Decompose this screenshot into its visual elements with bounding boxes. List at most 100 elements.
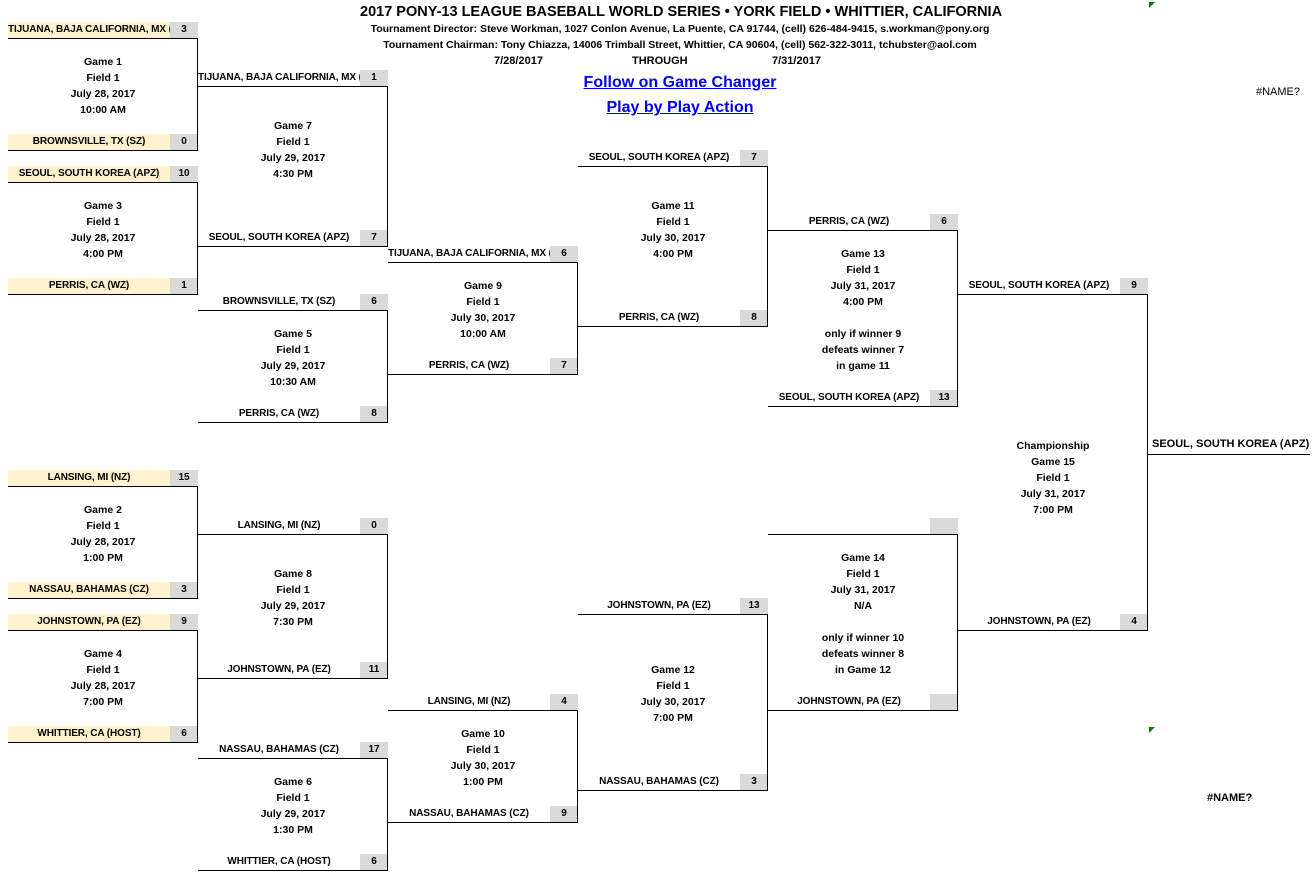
team-name: WHITTIER, CA (HOST) [8,726,170,742]
game-info-line: July 31, 2017 [1020,488,1086,500]
team-score: 7 [360,230,388,246]
team-name: SEOUL, SOUTH KOREA (APZ) [8,166,170,182]
game-info-line: July 30, 2017 [640,696,706,708]
team-name: BROWNSVILLE, TX (SZ) [8,134,170,150]
bracket-connector [387,310,388,422]
team-name: PERRIS, CA (WZ) [238,408,320,419]
comment-indicator-icon [1149,2,1155,8]
game-info-line: Game 2 [84,504,122,516]
team-score: 6 [360,854,388,870]
game-info-line: 7:00 PM [653,712,693,724]
game-info-line: Game 14 [841,552,885,564]
bracket-connector [387,534,388,678]
game-info-line: Game 3 [84,200,122,212]
team-slot-top: NASSAU, BAHAMAS (CZ)17 [198,742,388,758]
bracket-connector [577,262,578,374]
team-score [930,518,958,534]
game-info-line: Game 8 [274,568,312,580]
error-cell: #NAME? [1207,792,1253,804]
team-name: JOHNSTOWN, PA (EZ) [8,614,170,630]
game-info-line: 10:30 AM [270,376,316,388]
champion-line [1148,454,1310,455]
game-info-line: in Game 12 [834,664,892,676]
game-info-line: N/A [853,600,873,612]
bracket-connector [767,166,768,326]
bracket-line [768,406,958,407]
through-label: THROUGH [632,55,688,67]
bracket-connector [957,534,958,710]
game-info-line: Game 12 [651,664,695,676]
bracket-line [8,182,198,183]
game-info-line: July 31, 2017 [830,280,896,292]
team-name: NASSAU, BAHAMAS (CZ) [219,744,339,755]
team-name: TIJUANA, BAJA CALIFORNIA, MX (MZ) [198,72,360,83]
game-info-line: only if winner 10 [821,632,905,644]
game-info-line: Game 6 [274,776,312,788]
team-name: BROWNSVILLE, TX (SZ) [222,296,336,307]
team-name [768,518,930,534]
game-info-line: in game 11 [836,360,890,372]
game-info-line: July 31, 2017 [830,584,896,596]
play-by-play-link[interactable]: Play by Play Action [606,99,754,116]
team-slot-top: JOHNSTOWN, PA (EZ) 13 [578,598,768,614]
team-name: PERRIS, CA (WZ) [8,278,170,294]
game-info-line: Field 1 [466,744,500,756]
team-score: 9 [1120,278,1148,294]
game-info-line: Field 1 [656,680,690,692]
game-info-line [768,614,958,630]
bracket-connector [197,630,198,742]
game-info-line: 1:30 PM [273,824,313,836]
team-name: NASSAU, BAHAMAS (CZ) [8,582,170,598]
game-info-line: 4:00 PM [843,296,883,308]
bracket-line [198,86,388,87]
bracket-connector [577,710,578,822]
team-slot-top: PERRIS, CA (WZ)6 [768,214,958,230]
team-slot-bottom: WHITTIER, CA (HOST)6 [8,726,198,742]
bracket-line [958,630,1148,631]
team-score: 11 [360,662,388,678]
bracket-line [8,38,198,39]
bracket-line [8,150,198,151]
team-name: NASSAU, BAHAMAS (CZ) [599,776,719,787]
bracket-line [768,534,958,535]
bracket-connector [767,614,768,790]
start-date: 7/28/2017 [494,55,543,67]
team-name: LANSING, MI (NZ) [427,696,511,707]
game-info-line: July 29, 2017 [260,808,326,820]
team-slot-bottom: NASSAU, BAHAMAS (CZ)9 [388,806,578,822]
team-score: 13 [740,598,768,614]
game-info-line: Game 7 [274,120,312,132]
team-name: JOHNSTOWN, PA (EZ) [607,600,711,611]
team-name: LANSING, MI (NZ) [8,470,170,486]
bracket-line [8,294,198,295]
team-slot-top: SEOUL, SOUTH KOREA (APZ)10 [8,166,198,182]
game-info-line: Field 1 [1036,472,1070,484]
game-info-line: Field 1 [276,344,310,356]
game-info-line: Game 5 [274,328,312,340]
tournament-title: 2017 PONY-13 LEAGUE BASEBALL WORLD SERIE… [360,4,1003,20]
game-info-line: Game 10 [461,728,505,740]
game-info-line: Field 1 [276,136,310,148]
team-slot-top: JOHNSTOWN, PA (EZ)9 [8,614,198,630]
game-changer-link[interactable]: Follow on Game Changer [583,74,777,91]
game-info-line: Championship [1016,440,1090,452]
game-info-line: 4:30 PM [273,168,313,180]
bracket-line [8,598,198,599]
error-cell: #NAME? [1256,86,1301,98]
champion-name: SEOUL, SOUTH KOREA (APZ) [1152,438,1310,450]
team-score: 9 [550,806,578,822]
team-slot-top: LANSING, MI (NZ)15 [8,470,198,486]
team-score: 1 [170,278,198,294]
team-name: PERRIS, CA (WZ) [618,312,700,323]
bracket-line [578,326,768,327]
bracket-line [388,710,578,711]
game-info-line: July 30, 2017 [450,760,516,772]
team-slot-bottom: SEOUL, SOUTH KOREA (APZ)7 [198,230,388,246]
bracket-line [8,742,198,743]
team-slot-top: SEOUL, SOUTH KOREA (APZ)7 [578,150,768,166]
bracket-line [958,294,1148,295]
team-name: SEOUL, SOUTH KOREA (APZ) [968,280,1110,291]
